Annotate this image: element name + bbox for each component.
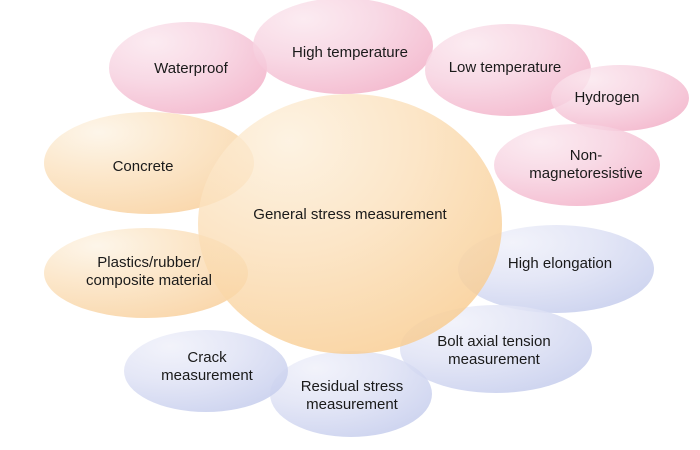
bubble-center [198,94,502,354]
bubble-concrete [44,112,254,214]
bubble-high-elongation [458,225,654,313]
bubble-non-magnetoresistive [494,124,660,206]
bubble-low-temperature [425,24,591,116]
bubble-hydrogen [551,65,689,131]
bubble-residual-stress-measurement [270,351,432,437]
bubble-waterproof [109,22,267,114]
bubble-crack-measurement [124,330,288,412]
bubble-bolt-axial-tension-measurement [400,305,592,393]
bubble-plastics-rubber-composite-material [44,228,248,318]
bubble-high-temperature [253,0,433,94]
